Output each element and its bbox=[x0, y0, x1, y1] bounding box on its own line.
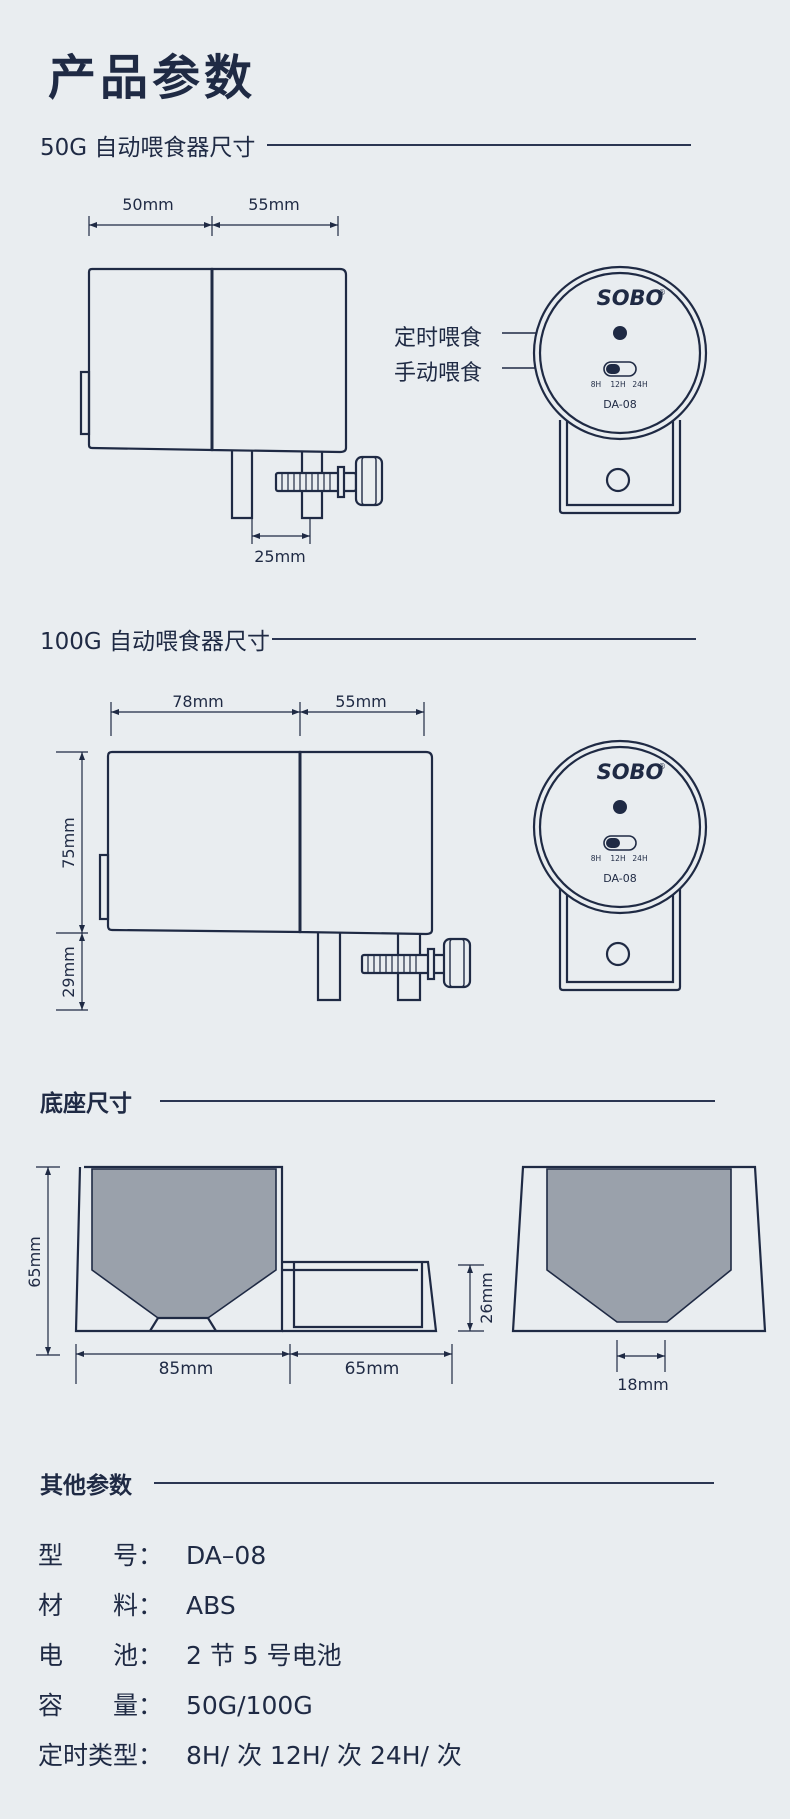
dim-label-25mm: 25mm bbox=[254, 547, 306, 566]
spec-label: 材 料： bbox=[38, 1591, 164, 1620]
page-title: 产品参数 bbox=[48, 50, 257, 106]
dim-label-75mm: 75mm bbox=[59, 817, 78, 869]
spec-row-timer-type: 定时类型： 8H/ 次 12H/ 次 24H/ 次 bbox=[38, 1736, 462, 1772]
feeder-100g-front-drawing: SOBO ® 8H 12H 24H DA-08 bbox=[532, 739, 708, 992]
registered-mark: ® bbox=[658, 762, 666, 771]
brand-logo: SOBO bbox=[597, 286, 664, 310]
spec-value: DA–08 bbox=[186, 1541, 267, 1570]
base-front-drawing: 18mm bbox=[511, 1165, 767, 1394]
switch-label-24h: 24H bbox=[632, 380, 647, 389]
section-divider bbox=[160, 1100, 715, 1102]
switch-label-24h: 24H bbox=[632, 854, 647, 863]
registered-mark: ® bbox=[658, 288, 666, 297]
switch-label-8h: 8H bbox=[591, 380, 601, 389]
dim-label-29mm: 29mm bbox=[59, 946, 78, 998]
timed-feeding-label: 定时喂食 bbox=[394, 326, 483, 351]
section-divider bbox=[272, 638, 697, 640]
dim-label-78mm: 78mm bbox=[172, 692, 224, 711]
spec-row-battery: 电 池： 2 节 5 号电池 bbox=[38, 1636, 342, 1672]
manual-feeding-label: 手动喂食 bbox=[394, 361, 483, 386]
spec-row-capacity: 容 量： 50G/100G bbox=[38, 1686, 313, 1722]
dim-label-18mm: 18mm bbox=[617, 1375, 669, 1394]
base-side-drawing: 65mm 85mm 65mm 26mm bbox=[25, 1165, 496, 1384]
dim-label-55mm-100g: 55mm bbox=[335, 692, 387, 711]
spec-value: 50G/100G bbox=[186, 1691, 313, 1720]
section-divider bbox=[154, 1482, 714, 1484]
switch-label-12h: 12H bbox=[610, 854, 625, 863]
section-heading-100g-text: 100G 自动喂食器尺寸 bbox=[40, 629, 271, 655]
dim-label-55mm: 55mm bbox=[248, 195, 300, 214]
section-heading-base: 底座尺寸 bbox=[40, 1085, 715, 1117]
dim-label-50mm: 50mm bbox=[122, 195, 174, 214]
spec-value: 8H/ 次 12H/ 次 24H/ 次 bbox=[186, 1741, 462, 1770]
section-heading-other-text: 其他参数 bbox=[40, 1473, 132, 1499]
feeder-50g-front-drawing: SOBO ® 8H 12H 24H DA-08 bbox=[502, 265, 708, 515]
section-heading-100g: 100G 自动喂食器尺寸 bbox=[40, 623, 697, 655]
model-label: DA-08 bbox=[603, 872, 637, 885]
spec-row-material: 材 料： ABS bbox=[38, 1586, 236, 1622]
dim-label-26mm: 26mm bbox=[477, 1272, 496, 1324]
spec-value: ABS bbox=[186, 1591, 236, 1620]
section-heading-50g: 50G 自动喂食器尺寸 bbox=[40, 129, 692, 161]
section-heading-base-text: 底座尺寸 bbox=[40, 1091, 132, 1117]
feeder-50g-side-drawing: 50mm 55mm 25mm bbox=[79, 195, 384, 566]
spec-label: 容 量： bbox=[38, 1691, 164, 1720]
spec-value: 2 节 5 号电池 bbox=[186, 1641, 342, 1670]
model-label: DA-08 bbox=[603, 398, 637, 411]
spec-label: 电 池： bbox=[38, 1641, 164, 1670]
spec-row-model: 型 号： DA–08 bbox=[38, 1536, 266, 1572]
switch-label-12h: 12H bbox=[610, 380, 625, 389]
switch-label-8h: 8H bbox=[591, 854, 601, 863]
section-heading-other: 其他参数 bbox=[40, 1467, 714, 1499]
section-divider bbox=[267, 144, 692, 146]
brand-logo: SOBO bbox=[597, 760, 664, 784]
dim-label-85mm: 85mm bbox=[159, 1359, 214, 1379]
spec-label: 型 号： bbox=[38, 1541, 164, 1570]
dim-label-65mm-width: 65mm bbox=[345, 1359, 400, 1379]
dim-label-65mm-height: 65mm bbox=[25, 1236, 44, 1288]
spec-label: 定时类型： bbox=[38, 1741, 164, 1770]
section-heading-50g-text: 50G 自动喂食器尺寸 bbox=[40, 135, 256, 161]
feeder-100g-side-drawing: 78mm 55mm 75mm 29mm bbox=[56, 692, 472, 1011]
